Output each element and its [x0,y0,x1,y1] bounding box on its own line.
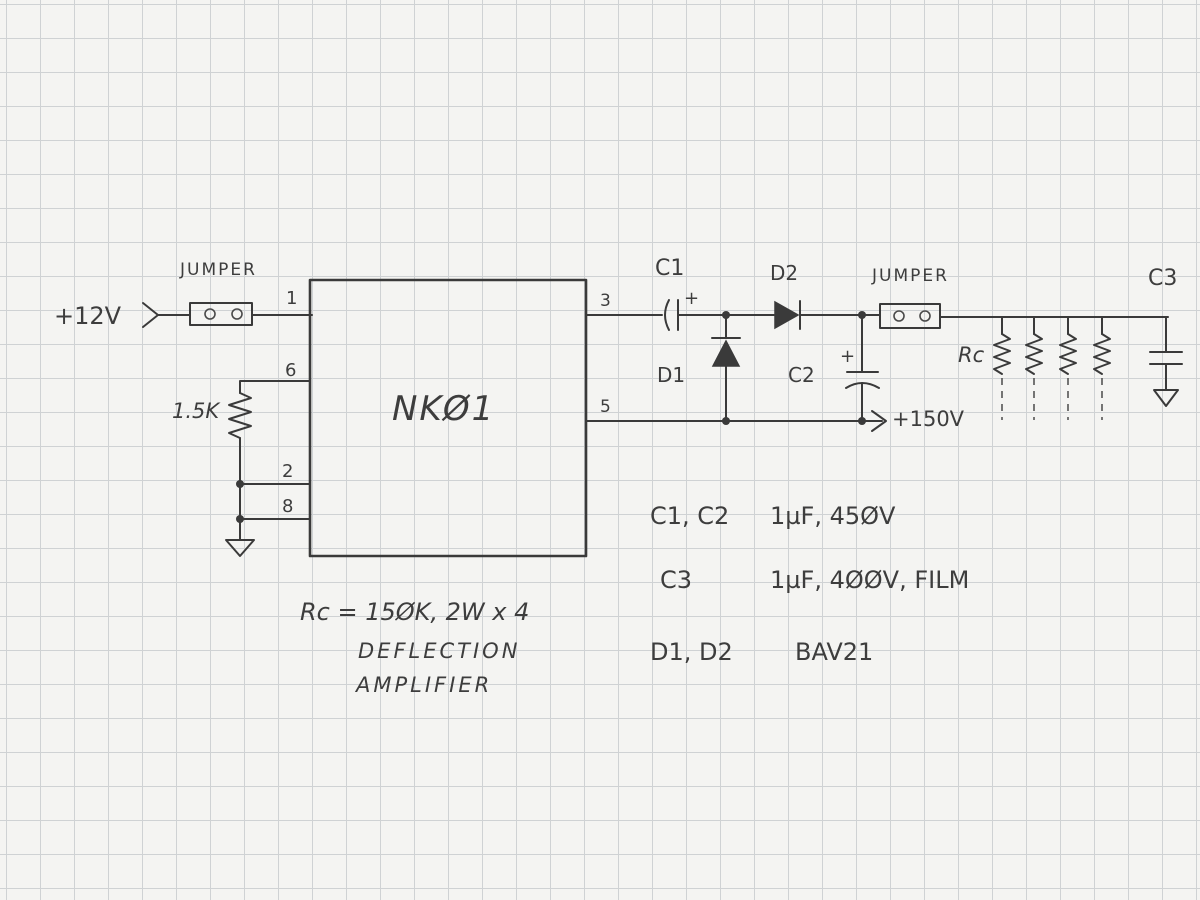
label-output: +150V [892,407,965,431]
note-d1-d2-value: BAV21 [795,638,873,666]
label-pin-1: 1 [286,288,297,309]
note-c1-c2-value: 1µF, 45ØV [770,502,896,530]
label-pin-8: 8 [282,496,293,517]
note-d1-d2-name: D1, D2 [650,638,733,666]
label-supply-in: +12V [54,302,122,330]
jumper-right [879,303,941,329]
capacitor-c3 [1149,351,1183,365]
caption-line-1: DEFLECTION [358,639,520,663]
label-c3: C3 [1148,266,1177,291]
resistor-rc-3 [1059,316,1077,420]
note-c3-name: C3 [660,566,692,594]
label-resistor-15k: 1.5K [172,399,221,423]
junction-pin8 [236,515,244,523]
resistor-rc-1 [993,316,1011,420]
junction-pin2 [236,480,244,488]
label-jumper-left: JUMPER [179,260,257,280]
module-box [308,278,588,558]
label-c1: C1 [655,256,684,281]
label-pin-3: 3 [600,291,611,311]
jumper-left [189,302,253,326]
label-pin-6: 6 [285,360,296,381]
note-c3-value: 1µF, 4ØØV, FILM [770,566,969,594]
output-arrow [871,410,887,432]
label-jumper-right: JUMPER [871,266,949,286]
module-title: NKØ1 [392,389,495,429]
ground-symbol-left [225,539,255,557]
ground-symbol-right [1153,389,1179,407]
label-d2: D2 [770,261,798,285]
label-c1-plus: + [684,288,699,309]
label-d1: D1 [657,363,685,387]
capacitor-c1 [664,299,679,331]
label-pin-5: 5 [600,397,611,417]
diode-d2 [774,300,801,330]
note-rc-spec: Rc = 15ØK, 2W x 4 [300,598,529,626]
caption-line-2: AMPLIFIER [354,673,492,697]
wire-pin6 [239,380,311,394]
input-arrow [142,302,159,328]
resistor-15k [228,392,252,439]
note-c1-c2-name: C1, C2 [650,502,729,530]
label-rc: Rc [958,343,985,367]
label-c2: C2 [788,363,815,387]
label-c2-plus: + [840,346,855,367]
diode-d1 [711,337,741,367]
label-pin-2: 2 [282,461,293,482]
resistor-rc-4 [1093,316,1111,420]
resistor-rc-2 [1025,316,1043,420]
